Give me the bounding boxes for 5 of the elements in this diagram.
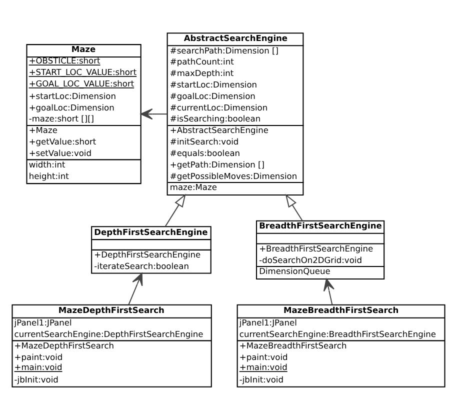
arrow: [164, 193, 186, 226]
arrow: [323, 278, 334, 304]
arrow: [140, 108, 168, 120]
arrow: [285, 193, 303, 221]
arrow: [128, 272, 143, 304]
